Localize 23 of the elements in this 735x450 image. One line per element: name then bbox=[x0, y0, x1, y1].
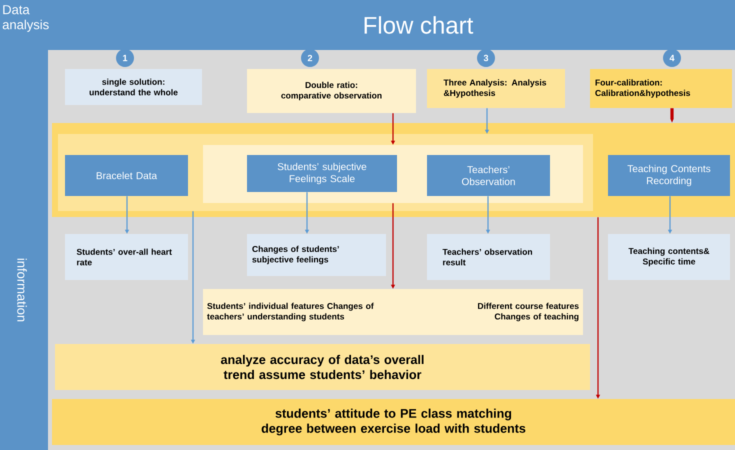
result-box: Teachers’ observation result bbox=[427, 234, 550, 280]
side-label: information bbox=[17, 258, 27, 322]
factor-text: Students’ individual features Changes of teachers’ understanding students bbox=[207, 302, 374, 322]
factor-text: Different course features Changes of teaching bbox=[478, 302, 579, 322]
result-box: Students’ over-all heart rate bbox=[65, 234, 188, 280]
node-label: 3 bbox=[484, 54, 488, 62]
data-source-box: Teachers’ Observation bbox=[427, 155, 550, 196]
conclusion-band: analyze accuracy of data’s overall trend assume students’ behavior bbox=[55, 344, 590, 390]
result-box: Changes of students’ subjective feelings bbox=[247, 234, 386, 276]
conclusion-band: students’ attitude to PE class matching degree between exercise load with students bbox=[52, 399, 735, 445]
method-box: Double ratio: comparative observation bbox=[247, 69, 416, 113]
result-box: Teaching contents& Specific time bbox=[608, 234, 730, 280]
node-label: 1 bbox=[123, 54, 128, 62]
side-label: Data analysis bbox=[2, 5, 49, 32]
method-box: Three Analysis: Analysis &Hypothesis bbox=[427, 69, 565, 108]
method-box: Four-calibration: Calibration&hypothesis bbox=[590, 69, 732, 108]
data-source-box: Students’ subjective Feelings Scale bbox=[247, 155, 397, 192]
result-box: single solution: understand the whole bbox=[65, 69, 202, 105]
data-source-box: Bracelet Data bbox=[65, 155, 188, 196]
data-source-box: Teaching Contents Recording bbox=[608, 155, 730, 196]
node-label: 2 bbox=[308, 54, 312, 62]
factor-box bbox=[203, 289, 583, 335]
node-label: 4 bbox=[670, 54, 674, 62]
